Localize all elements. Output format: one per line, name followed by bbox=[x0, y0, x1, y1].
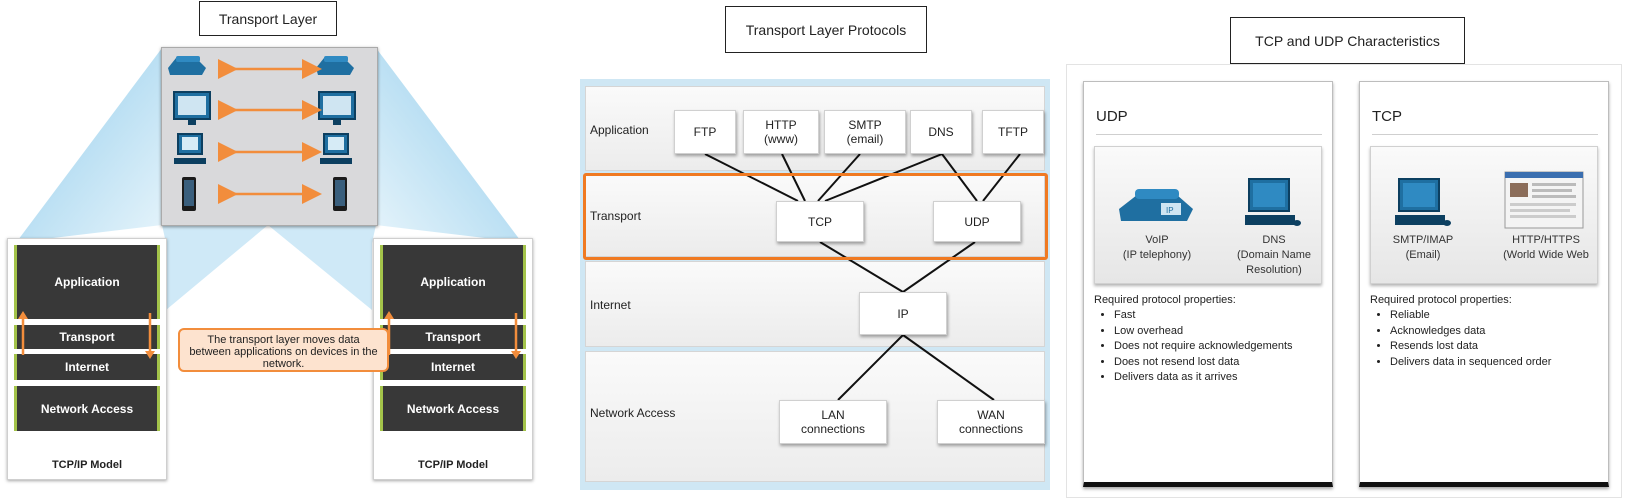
band-label: Transport bbox=[590, 209, 641, 223]
props-heading: Required protocol properties: bbox=[1370, 294, 1512, 306]
layer-application: Application bbox=[380, 245, 526, 319]
transport-layer-title: Transport Layer bbox=[199, 1, 337, 36]
divider bbox=[1372, 134, 1598, 135]
tcp-apps-panel: SMTP/IMAP (Email) HTTP/HTTPS (World Wide… bbox=[1370, 146, 1598, 284]
udp-properties: Fast Low overhead Does not require ackno… bbox=[1102, 308, 1293, 386]
right-data-arrows bbox=[384, 311, 521, 359]
property-item: Does not resend lost data bbox=[1114, 355, 1293, 371]
protocol-label: SMTP bbox=[848, 118, 882, 132]
desktop-computer-icon bbox=[1245, 178, 1301, 226]
property-item: Acknowledges data bbox=[1390, 324, 1551, 340]
protocol-links bbox=[704, 153, 1021, 401]
band-internet: Internet bbox=[585, 261, 1045, 347]
characteristics-frame bbox=[1066, 64, 1622, 498]
projection-fan bbox=[11, 48, 527, 310]
protocol-label: HTTP bbox=[765, 118, 797, 132]
link-label: LAN bbox=[821, 408, 845, 422]
protocol-smtp: SMTP (email) bbox=[824, 110, 906, 154]
protocol-tcp: TCP bbox=[776, 201, 864, 242]
protocol-tftp: TFTP bbox=[982, 110, 1044, 154]
model-caption: TCP/IP Model bbox=[51, 459, 123, 471]
protocol-ip: IP bbox=[859, 292, 947, 335]
link-label: WAN bbox=[977, 408, 1005, 422]
udp-apps-panel: IP VoIP (IP telephony) DNS (Domain Name … bbox=[1094, 146, 1322, 284]
app-name: VoIP bbox=[1145, 234, 1169, 246]
app-name: HTTP/HTTPS bbox=[1512, 234, 1580, 246]
link-sublabel: connections bbox=[958, 422, 1024, 436]
property-item: Fast bbox=[1114, 308, 1293, 324]
monitor-icon bbox=[173, 91, 211, 125]
protocol-http: HTTP (www) bbox=[743, 110, 819, 154]
udp-card: UDP IP VoIP (IP telephony) DNS (Domain bbox=[1083, 81, 1333, 487]
desktop-computer-icon bbox=[174, 133, 206, 164]
model-caption: TCP/IP Model bbox=[417, 459, 489, 471]
ip-phone-icon bbox=[316, 56, 354, 75]
property-item: Low overhead bbox=[1114, 324, 1293, 340]
ip-phone-icon: IP bbox=[1119, 189, 1193, 221]
protocol-sublabel: (email) bbox=[846, 132, 884, 146]
app-desc: (World Wide Web bbox=[1503, 249, 1589, 261]
protocols-title: Transport Layer Protocols bbox=[725, 6, 927, 53]
protocol-label: TFTP bbox=[998, 125, 1028, 139]
app-desc: (IP telephony) bbox=[1122, 249, 1192, 261]
property-item: Delivers data in sequenced order bbox=[1390, 355, 1551, 371]
app-caption: HTTP/HTTPS (World Wide Web bbox=[1487, 233, 1605, 263]
property-item: Delivers data as it arrives bbox=[1114, 370, 1293, 386]
app-caption: SMTP/IMAP (Email) bbox=[1375, 233, 1471, 263]
link-wan: WAN connections bbox=[937, 400, 1045, 444]
web-page-icon bbox=[1504, 171, 1584, 229]
svg-text:IP: IP bbox=[1166, 206, 1174, 215]
tcp-heading: TCP bbox=[1372, 108, 1402, 125]
app-name: DNS bbox=[1262, 234, 1286, 246]
transport-callout: The transport layer moves data between a… bbox=[178, 328, 389, 372]
band-label: Application bbox=[590, 123, 649, 137]
property-item: Resends lost data bbox=[1390, 339, 1551, 355]
devices-box bbox=[161, 47, 378, 226]
protocol-label: DNS bbox=[928, 125, 954, 139]
band-label: Network Access bbox=[590, 406, 676, 420]
app-caption: DNS (Domain Name Resolution) bbox=[1219, 233, 1329, 278]
tcp-properties: Reliable Acknowledges data Resends lost … bbox=[1378, 308, 1551, 370]
layer-network-access: Network Access bbox=[14, 386, 160, 431]
tcp-card: TCP SMTP/IMAP (Email) bbox=[1359, 81, 1609, 487]
layer-application: Application bbox=[14, 245, 160, 319]
app-desc: (Domain Name bbox=[1237, 249, 1311, 261]
property-item: Does not require acknowledgements bbox=[1114, 339, 1293, 355]
desktop-computer-icon bbox=[320, 133, 352, 164]
protocol-udp: UDP bbox=[933, 201, 1021, 242]
mobile-phone-icon bbox=[333, 177, 347, 211]
protocols-frame: Application Transport Internet Network A… bbox=[580, 79, 1050, 490]
layer-transport: Transport bbox=[14, 325, 160, 349]
layer-internet: Internet bbox=[380, 354, 526, 380]
transport-highlight bbox=[583, 173, 1048, 260]
link-sublabel: connections bbox=[800, 422, 866, 436]
link-lan: LAN connections bbox=[779, 400, 887, 444]
left-data-arrows bbox=[18, 311, 155, 359]
divider bbox=[1096, 134, 1322, 135]
protocol-sublabel: (www) bbox=[764, 132, 798, 146]
app-desc: (Email) bbox=[1405, 249, 1441, 261]
app-name: SMTP/IMAP bbox=[1392, 234, 1454, 246]
udp-heading: UDP bbox=[1096, 108, 1128, 125]
layer-network-access: Network Access bbox=[380, 386, 526, 431]
desktop-computer-icon bbox=[1395, 178, 1451, 226]
protocol-dns: DNS bbox=[910, 110, 972, 154]
band-label: Internet bbox=[590, 298, 631, 312]
right-tcpip-model: Application Transport Internet Network A… bbox=[373, 238, 533, 480]
ip-phone-icon bbox=[168, 56, 206, 75]
app-caption: VoIP (IP telephony) bbox=[1107, 233, 1207, 263]
device-pairs-diagram bbox=[168, 56, 356, 211]
app-desc: Resolution) bbox=[1246, 264, 1302, 276]
characteristics-title: TCP and UDP Characteristics bbox=[1230, 17, 1465, 64]
protocol-label: FTP bbox=[693, 125, 717, 139]
monitor-icon bbox=[318, 91, 356, 125]
protocol-ftp: FTP bbox=[674, 110, 736, 154]
layer-internet: Internet bbox=[14, 354, 160, 380]
props-heading: Required protocol properties: bbox=[1094, 294, 1236, 306]
left-tcpip-model: Application Transport Internet Network A… bbox=[7, 238, 167, 480]
mobile-phone-icon bbox=[182, 177, 196, 211]
property-item: Reliable bbox=[1390, 308, 1551, 324]
